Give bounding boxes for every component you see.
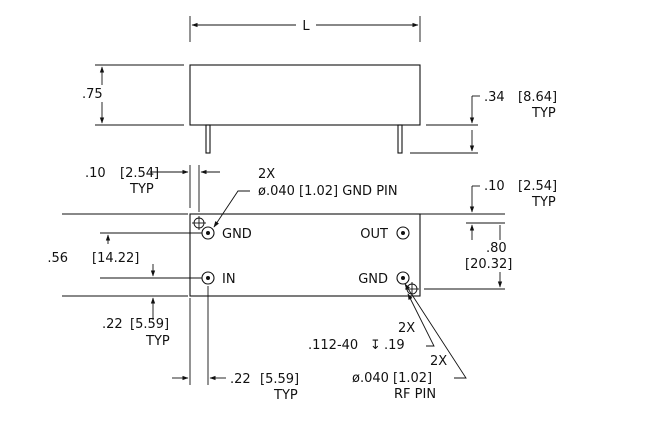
pin-out <box>396 226 410 240</box>
pin-spacing-mm: [14.22] <box>92 251 139 266</box>
right-offset-typ: TYP <box>531 195 556 210</box>
pin-label-in: IN <box>222 272 236 287</box>
gnd-offset-in: .10 <box>85 166 106 181</box>
rf-pin-leader <box>404 283 467 379</box>
gnd-pin-callout-qty: 2X <box>258 167 275 182</box>
pin-label-out: OUT <box>360 227 388 242</box>
height-label: .75 <box>82 87 103 102</box>
pin-gnd-left <box>201 226 215 240</box>
right-offset-mm: [2.54] <box>518 179 557 194</box>
rf-pin-name: RF PIN <box>394 387 436 402</box>
rf-pin-spec: ø.040 [1.02] <box>352 371 432 386</box>
length-label: L <box>302 19 310 34</box>
side-view: L .75 .34 [8.64] TYP <box>82 16 557 154</box>
pin-x-typ: TYP <box>273 388 298 403</box>
pin-spacing-in: .56 <box>47 251 68 266</box>
pin-length-mm: [8.64] <box>518 90 557 105</box>
bottom-offset-mm: [5.59] <box>130 317 169 332</box>
bottom-offset-typ: TYP <box>145 334 170 349</box>
pin-x-in: .22 <box>230 372 251 387</box>
gnd-offset-mm: [2.54] <box>120 166 159 181</box>
mount-hole-bottom-right <box>405 282 419 296</box>
gnd-offset-typ: TYP <box>129 182 154 197</box>
side-pin-left <box>205 124 211 154</box>
module-body-top <box>189 213 421 297</box>
mount-hole-spec: .112-40 <box>308 338 358 353</box>
top-view: GND IN OUT GND .10 [2.54] TYP 2X ø.040 [… <box>47 165 557 403</box>
mount-hole-depth-symbol: ↧ <box>370 338 381 353</box>
mount-hole-leader <box>407 293 435 347</box>
pin-label-gnd-right: GND <box>358 272 388 287</box>
width-mm: [20.32] <box>465 257 512 272</box>
width-in: .80 <box>486 241 507 256</box>
bottom-offset-in: .22 <box>102 317 123 332</box>
side-pin-right <box>397 124 403 154</box>
gnd-pin-callout-spec: ø.040 [1.02] GND PIN <box>258 184 398 199</box>
pin-length-typ: TYP <box>531 106 556 121</box>
rf-pin-qty: 2X <box>430 354 447 369</box>
pin-in <box>201 271 215 285</box>
pin-gnd-right <box>396 271 410 285</box>
gnd-pin-leader <box>213 190 250 228</box>
pin-x-mm: [5.59] <box>260 372 299 387</box>
pin-length-in: .34 <box>484 90 505 105</box>
mount-hole-top-left <box>192 216 206 230</box>
mount-hole-depth: .19 <box>384 338 405 353</box>
mount-hole-qty: 2X <box>398 321 415 336</box>
pin-label-gnd-left: GND <box>222 227 252 242</box>
module-body-side <box>189 64 421 126</box>
right-offset-in: .10 <box>484 179 505 194</box>
